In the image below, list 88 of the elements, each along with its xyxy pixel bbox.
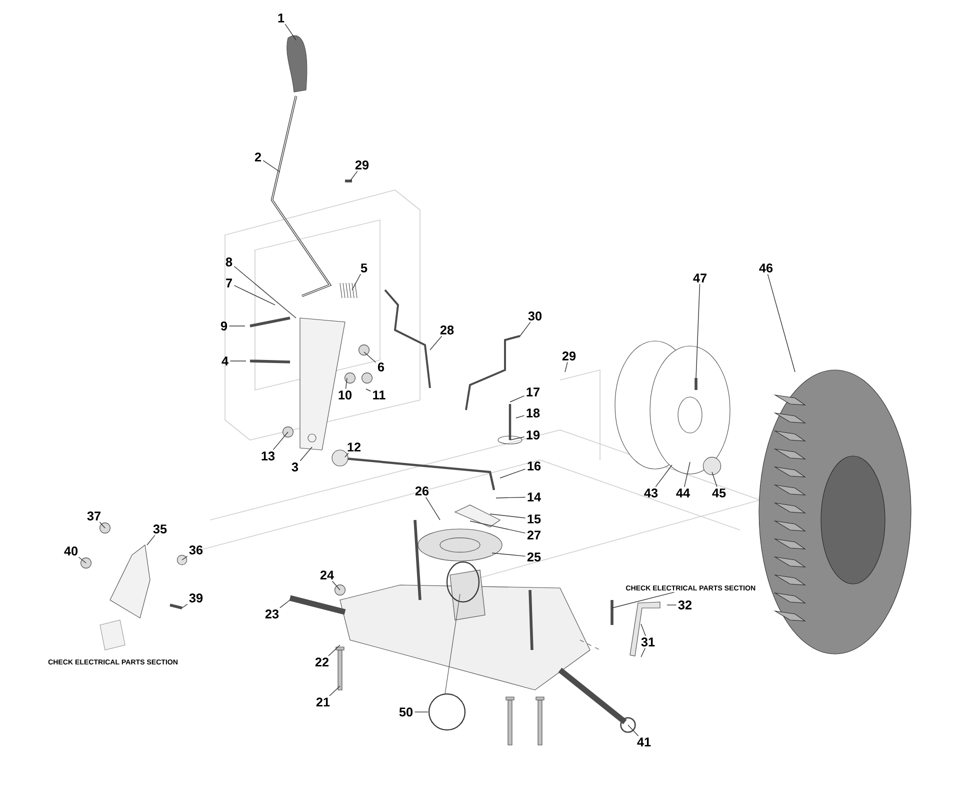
callout-number: 30 xyxy=(528,312,542,320)
callout-number: 19 xyxy=(526,430,540,440)
callout-number: 50 xyxy=(399,708,413,716)
callout-number: 44 xyxy=(676,488,690,498)
callout-number: 37 xyxy=(87,512,100,520)
leader-line xyxy=(272,432,288,450)
callout-number: 8 xyxy=(226,258,232,266)
leader-line xyxy=(332,580,340,590)
callout-number: 40 xyxy=(64,546,78,556)
leader-line xyxy=(344,452,349,458)
callout-number: 6 xyxy=(378,362,384,372)
leader-line xyxy=(496,496,526,498)
callout-number: 25 xyxy=(527,552,541,562)
callout-number: 22 xyxy=(315,658,329,666)
leader-line xyxy=(234,285,276,306)
callout-number: 5 xyxy=(360,264,368,272)
callout-number: 11 xyxy=(373,390,386,400)
callout-number: 16 xyxy=(528,462,541,470)
callout-number: 10 xyxy=(338,390,352,400)
leader-line xyxy=(684,462,690,488)
leader-line xyxy=(712,472,718,488)
callout-number: 1 xyxy=(278,14,284,22)
callout-number: 29 xyxy=(355,160,369,170)
callout-number: 3 xyxy=(292,462,298,472)
leader-line xyxy=(234,266,296,318)
leader-line xyxy=(345,378,348,390)
leader-line xyxy=(352,274,362,290)
leader-line xyxy=(696,284,700,378)
callout-number: 41 xyxy=(637,738,651,746)
leader-line xyxy=(366,388,371,392)
callout-number: 39 xyxy=(189,594,203,602)
callout-number: 7 xyxy=(226,278,232,288)
callout-number: 35 xyxy=(153,524,167,534)
leader-line xyxy=(500,468,526,478)
callout-number: 13 xyxy=(262,452,275,460)
callout-number: 2 xyxy=(254,152,261,162)
callout-number: 14 xyxy=(528,492,541,502)
leader-line xyxy=(492,552,526,557)
leader-line xyxy=(510,436,525,440)
leader-line xyxy=(640,648,646,658)
leader-line xyxy=(146,534,156,546)
callout-number: 24 xyxy=(320,570,334,580)
leader-line xyxy=(490,514,526,518)
callout-number: 36 xyxy=(189,546,203,554)
callout-number: 47 xyxy=(693,274,706,282)
leader-line xyxy=(628,724,639,736)
callout-number: 28 xyxy=(440,326,454,334)
leader-line xyxy=(767,274,796,372)
leader-line xyxy=(470,520,526,534)
leader-line xyxy=(364,352,376,363)
callout-number: 23 xyxy=(265,610,279,618)
leader-line xyxy=(612,592,675,608)
callout-number: 27 xyxy=(527,530,540,540)
callout-number: 43 xyxy=(644,488,658,498)
callout-number: 4 xyxy=(222,356,228,366)
callout-number: 21 xyxy=(316,698,330,706)
leader-line xyxy=(230,360,246,362)
callout-number: 26 xyxy=(415,486,429,496)
callout-number: 31 xyxy=(641,638,655,646)
leader-line xyxy=(262,160,280,172)
leader-line xyxy=(430,336,442,350)
leader-line xyxy=(425,496,440,520)
leader-line xyxy=(350,170,358,182)
leader-line xyxy=(520,322,531,336)
leader-line xyxy=(640,624,646,636)
callout-number: 17 xyxy=(526,388,540,396)
callout-number: 9 xyxy=(220,322,228,330)
callout-number: 29 xyxy=(562,352,576,360)
leader-line xyxy=(182,604,188,608)
callout-number: 12 xyxy=(348,442,361,452)
leader-line xyxy=(78,556,86,564)
callout-number: 46 xyxy=(759,264,773,272)
leader-line xyxy=(329,686,340,696)
leader-line xyxy=(284,24,296,40)
leader-line xyxy=(280,600,290,608)
leader-line xyxy=(655,464,672,488)
leader-line xyxy=(328,644,340,656)
leader-line xyxy=(300,446,312,462)
leader-line xyxy=(516,415,525,418)
leader-line xyxy=(99,522,106,528)
callout-number: 15 xyxy=(528,514,541,524)
callout-number: 18 xyxy=(526,408,540,418)
callout-number: 32 xyxy=(678,600,692,610)
leader-line xyxy=(182,556,188,560)
callout-number: 45 xyxy=(712,488,726,498)
leader-line xyxy=(564,362,568,372)
leader-line xyxy=(666,604,677,606)
leader-line xyxy=(510,395,525,402)
